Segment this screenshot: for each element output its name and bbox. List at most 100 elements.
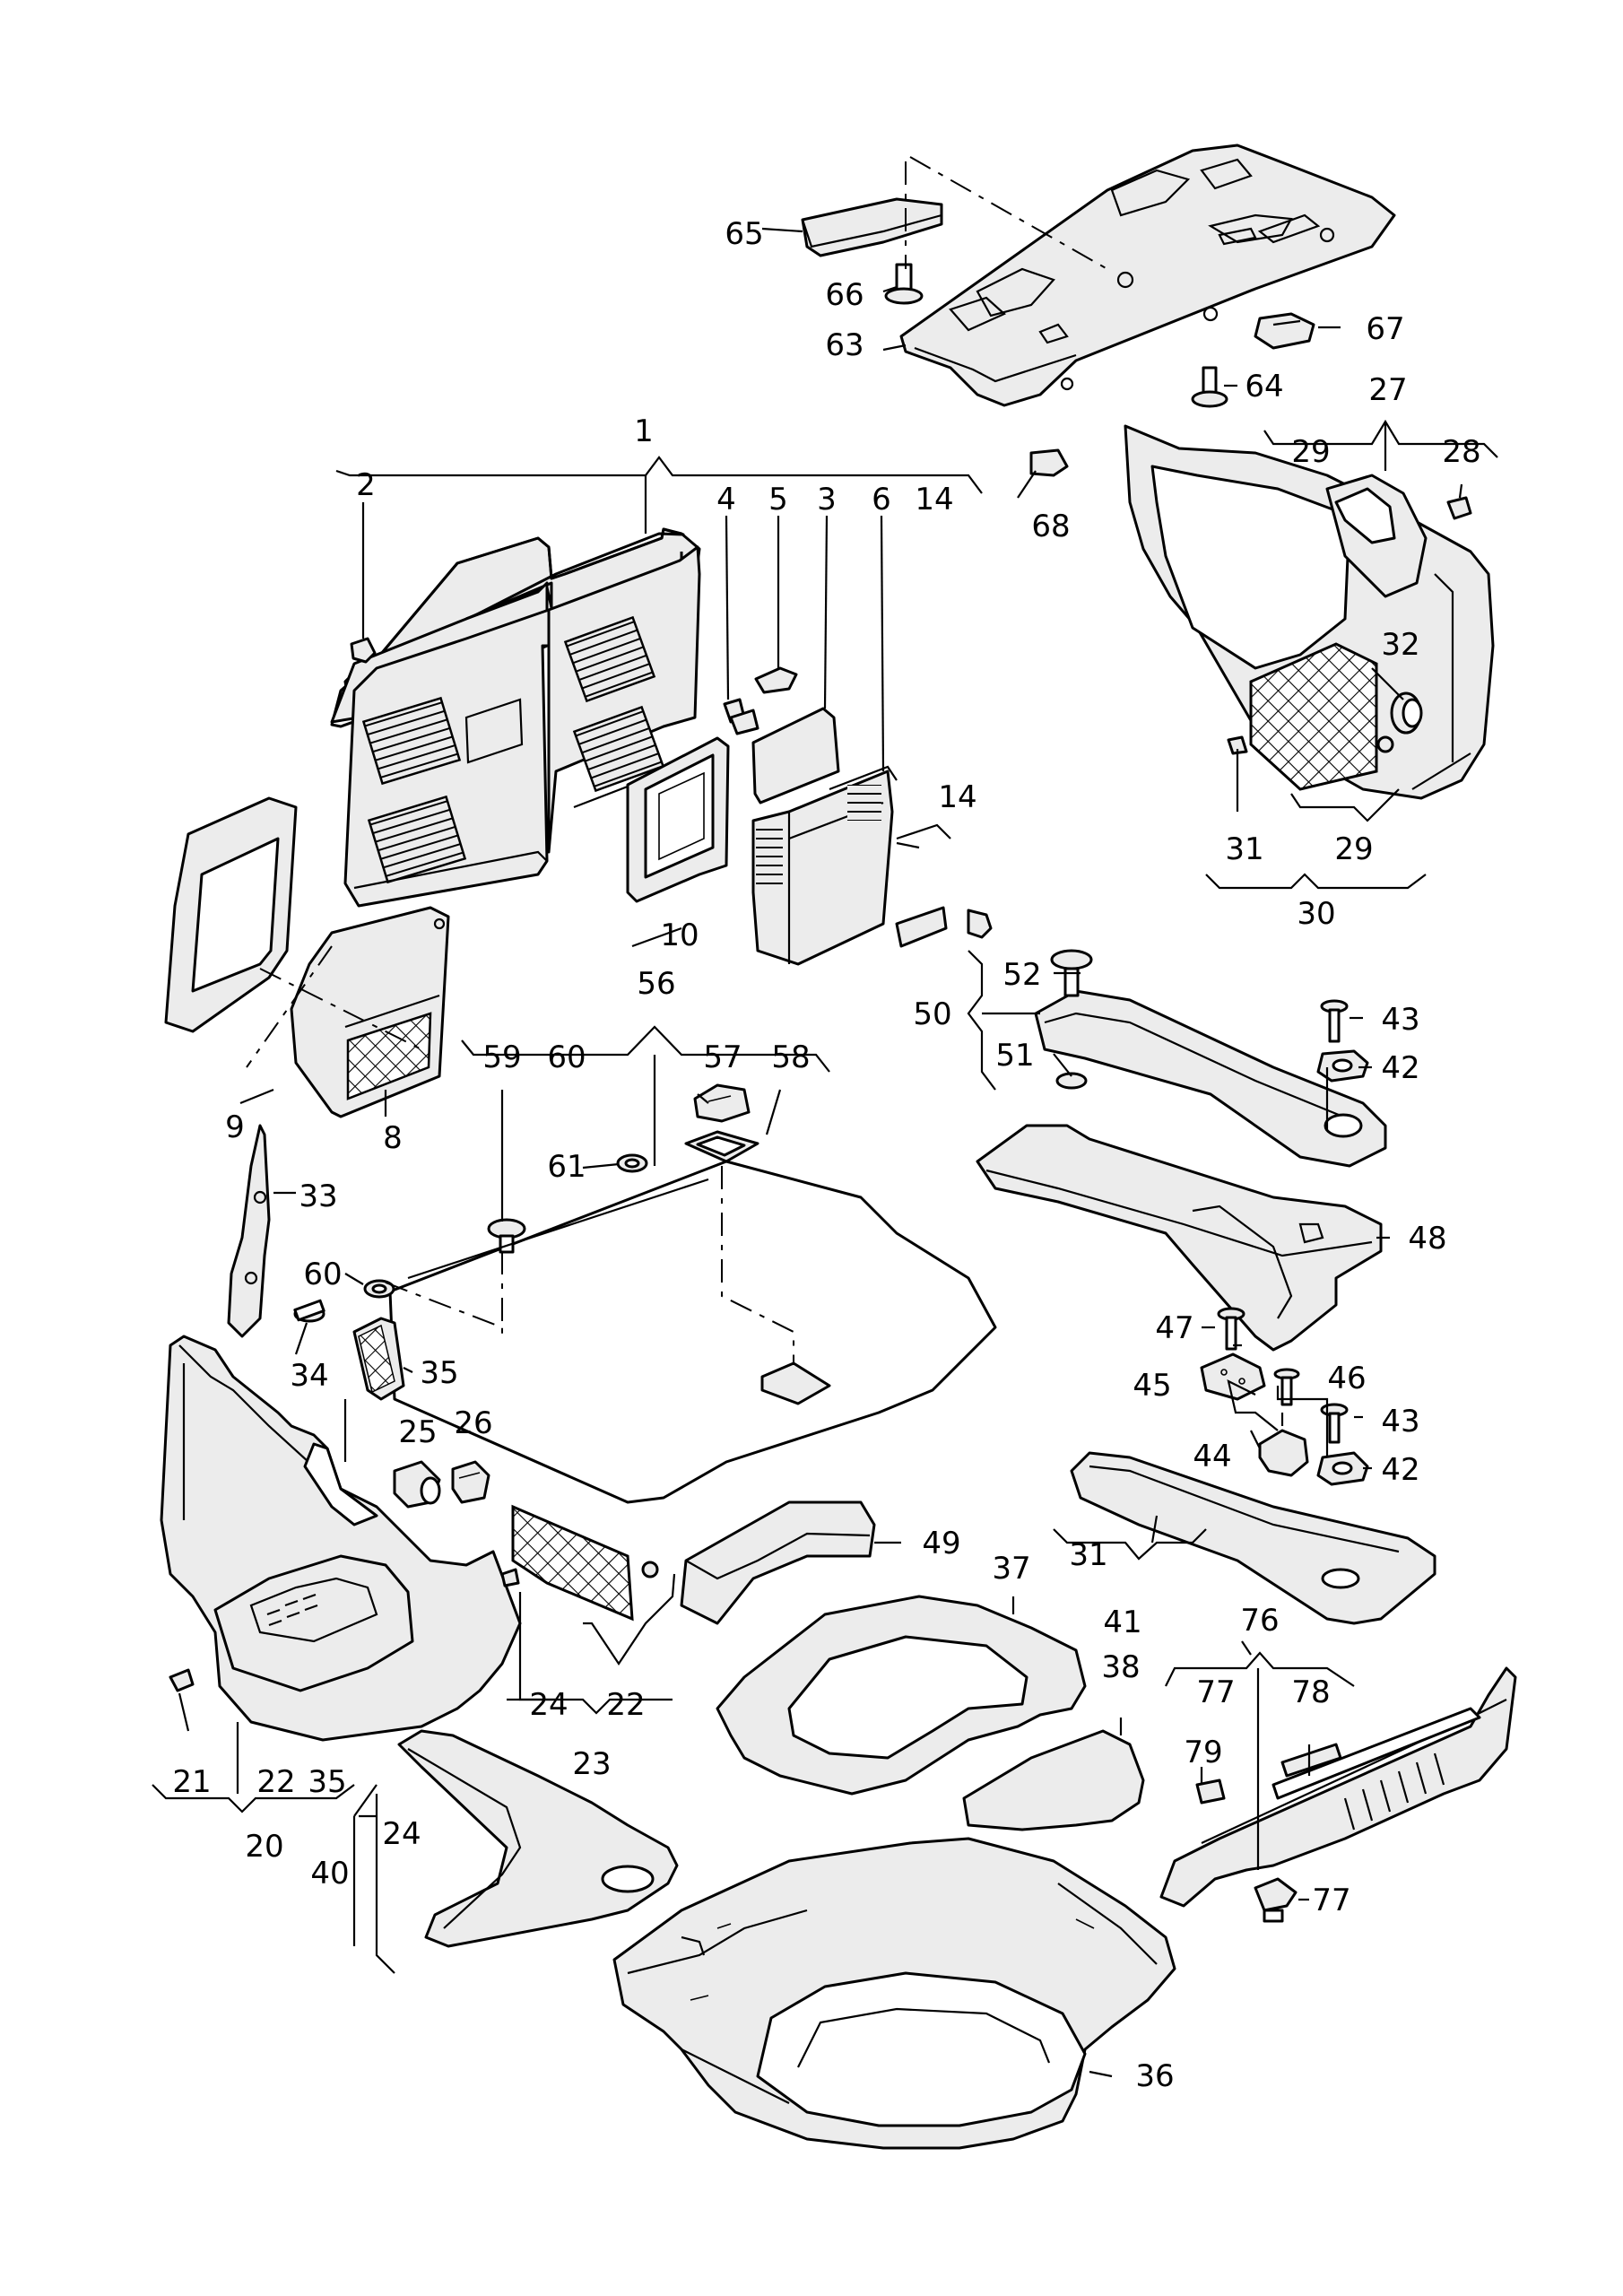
part-79-clip [1195, 1779, 1226, 1805]
callout-43-a: 43 [1381, 1002, 1419, 1038]
part-22-net [511, 1504, 659, 1622]
part-43-screw-upper [1320, 999, 1349, 1043]
callout-67: 67 [1366, 311, 1404, 347]
part-44-retainer [1258, 1429, 1309, 1477]
callout-31-a: 31 [1225, 831, 1263, 867]
floor-rim [407, 1178, 709, 1280]
part-67-hook [1254, 312, 1315, 350]
part-48-tray [976, 1124, 1383, 1352]
callout-58: 58 [771, 1039, 810, 1075]
part-26-clip [451, 1460, 490, 1504]
part-3-cover-plate [751, 707, 840, 804]
callout-44: 44 [1193, 1439, 1231, 1474]
callout-60-a: 60 [547, 1039, 586, 1075]
part-47-screw [1217, 1307, 1245, 1351]
part-20-side-storage [160, 1335, 522, 1742]
callout-59: 59 [482, 1039, 521, 1075]
callout-63: 63 [825, 327, 864, 363]
callout-27: 27 [1368, 372, 1407, 408]
callout-labels: 1 2 4 5 3 6 14 14 10 8 9 56 59 60 57 58 … [172, 216, 1480, 2094]
part-36-spare-well [612, 1837, 1176, 2150]
part-21-clip [169, 1668, 195, 1692]
callout-31-b: 31 [1069, 1537, 1107, 1573]
callout-66: 66 [825, 277, 864, 313]
callout-61: 61 [547, 1149, 586, 1185]
callout-6: 6 [872, 482, 891, 517]
callout-29-b: 29 [1334, 831, 1373, 867]
callout-60-b: 60 [303, 1257, 342, 1292]
part-58-seal [684, 1130, 759, 1163]
part-66-bolt [884, 263, 924, 305]
floor-tab [760, 1361, 831, 1405]
callout-45: 45 [1133, 1368, 1171, 1404]
callout-46: 46 [1327, 1361, 1366, 1396]
callout-22-a: 22 [606, 1687, 645, 1723]
callout-14-a: 14 [915, 482, 953, 517]
callout-9: 9 [225, 1109, 245, 1145]
callout-65: 65 [725, 216, 763, 252]
callout-40: 40 [310, 1856, 349, 1892]
callout-35-a: 35 [420, 1355, 458, 1391]
callout-42-b: 42 [1381, 1452, 1419, 1488]
part-76-sill-trim [1159, 1666, 1517, 1908]
part-37-cover [716, 1595, 1087, 1796]
callout-14-b: 14 [938, 779, 976, 815]
part-14-screw [967, 909, 993, 939]
part-49-block [680, 1500, 876, 1625]
part-27-side-trim [1124, 424, 1495, 800]
callout-21: 21 [172, 1764, 211, 1800]
callout-1: 1 [634, 413, 654, 449]
part-60-nut [363, 1279, 395, 1299]
part-42-clip-upper [1316, 1049, 1369, 1083]
part-52-grommet [1050, 949, 1093, 997]
part-34-screw [293, 1299, 325, 1323]
callout-43-b: 43 [1381, 1404, 1419, 1439]
part-4-clip [723, 698, 759, 735]
part-41-side-rail [1070, 1451, 1436, 1625]
callout-36: 36 [1135, 2058, 1174, 2094]
callout-41: 41 [1103, 1605, 1141, 1640]
part-45-bracket [1200, 1352, 1266, 1401]
callout-4: 4 [716, 482, 736, 517]
callout-8: 8 [383, 1120, 403, 1156]
part-51-spacer [1055, 1072, 1088, 1090]
callout-29-a: 29 [1291, 434, 1330, 470]
part-43-screw-lower [1320, 1403, 1349, 1444]
part-33-bracket [227, 1124, 271, 1338]
guide-line [259, 968, 422, 1050]
callout-78: 78 [1291, 1674, 1330, 1710]
part-5-clip [754, 666, 798, 694]
callout-33: 33 [299, 1178, 337, 1214]
part-40-cover [397, 1729, 679, 1948]
callout-26: 26 [454, 1405, 492, 1441]
part-46-screw [1273, 1368, 1300, 1406]
callout-56: 56 [637, 966, 675, 1002]
part-8-net-panel [290, 906, 450, 1118]
part-78-label [1280, 1743, 1342, 1778]
callout-49: 49 [922, 1526, 960, 1561]
part-64-bolt [1191, 366, 1228, 408]
callout-38: 38 [1101, 1649, 1140, 1685]
callout-23: 23 [572, 1746, 611, 1782]
callout-76: 76 [1240, 1603, 1279, 1639]
part-32-grommet [1390, 691, 1423, 735]
callout-20: 20 [245, 1829, 283, 1865]
guide-line [721, 1166, 794, 1381]
callout-48: 48 [1408, 1221, 1446, 1257]
callout-77-b: 77 [1312, 1883, 1350, 1918]
callout-79: 79 [1184, 1735, 1222, 1770]
callout-47: 47 [1155, 1310, 1193, 1346]
callout-2: 2 [356, 467, 376, 503]
part-25-socket [393, 1460, 441, 1509]
part-59-plug [487, 1218, 526, 1254]
callout-24-b: 24 [382, 1816, 421, 1852]
part-65-bracket [801, 197, 943, 257]
callout-34: 34 [290, 1358, 328, 1394]
part-50-rail [1034, 989, 1387, 1168]
part-61-nut [616, 1153, 648, 1173]
part-57-cover [693, 1083, 751, 1123]
callout-25: 25 [398, 1414, 437, 1450]
callout-5: 5 [768, 482, 788, 517]
part-77-clip [1254, 1877, 1298, 1923]
